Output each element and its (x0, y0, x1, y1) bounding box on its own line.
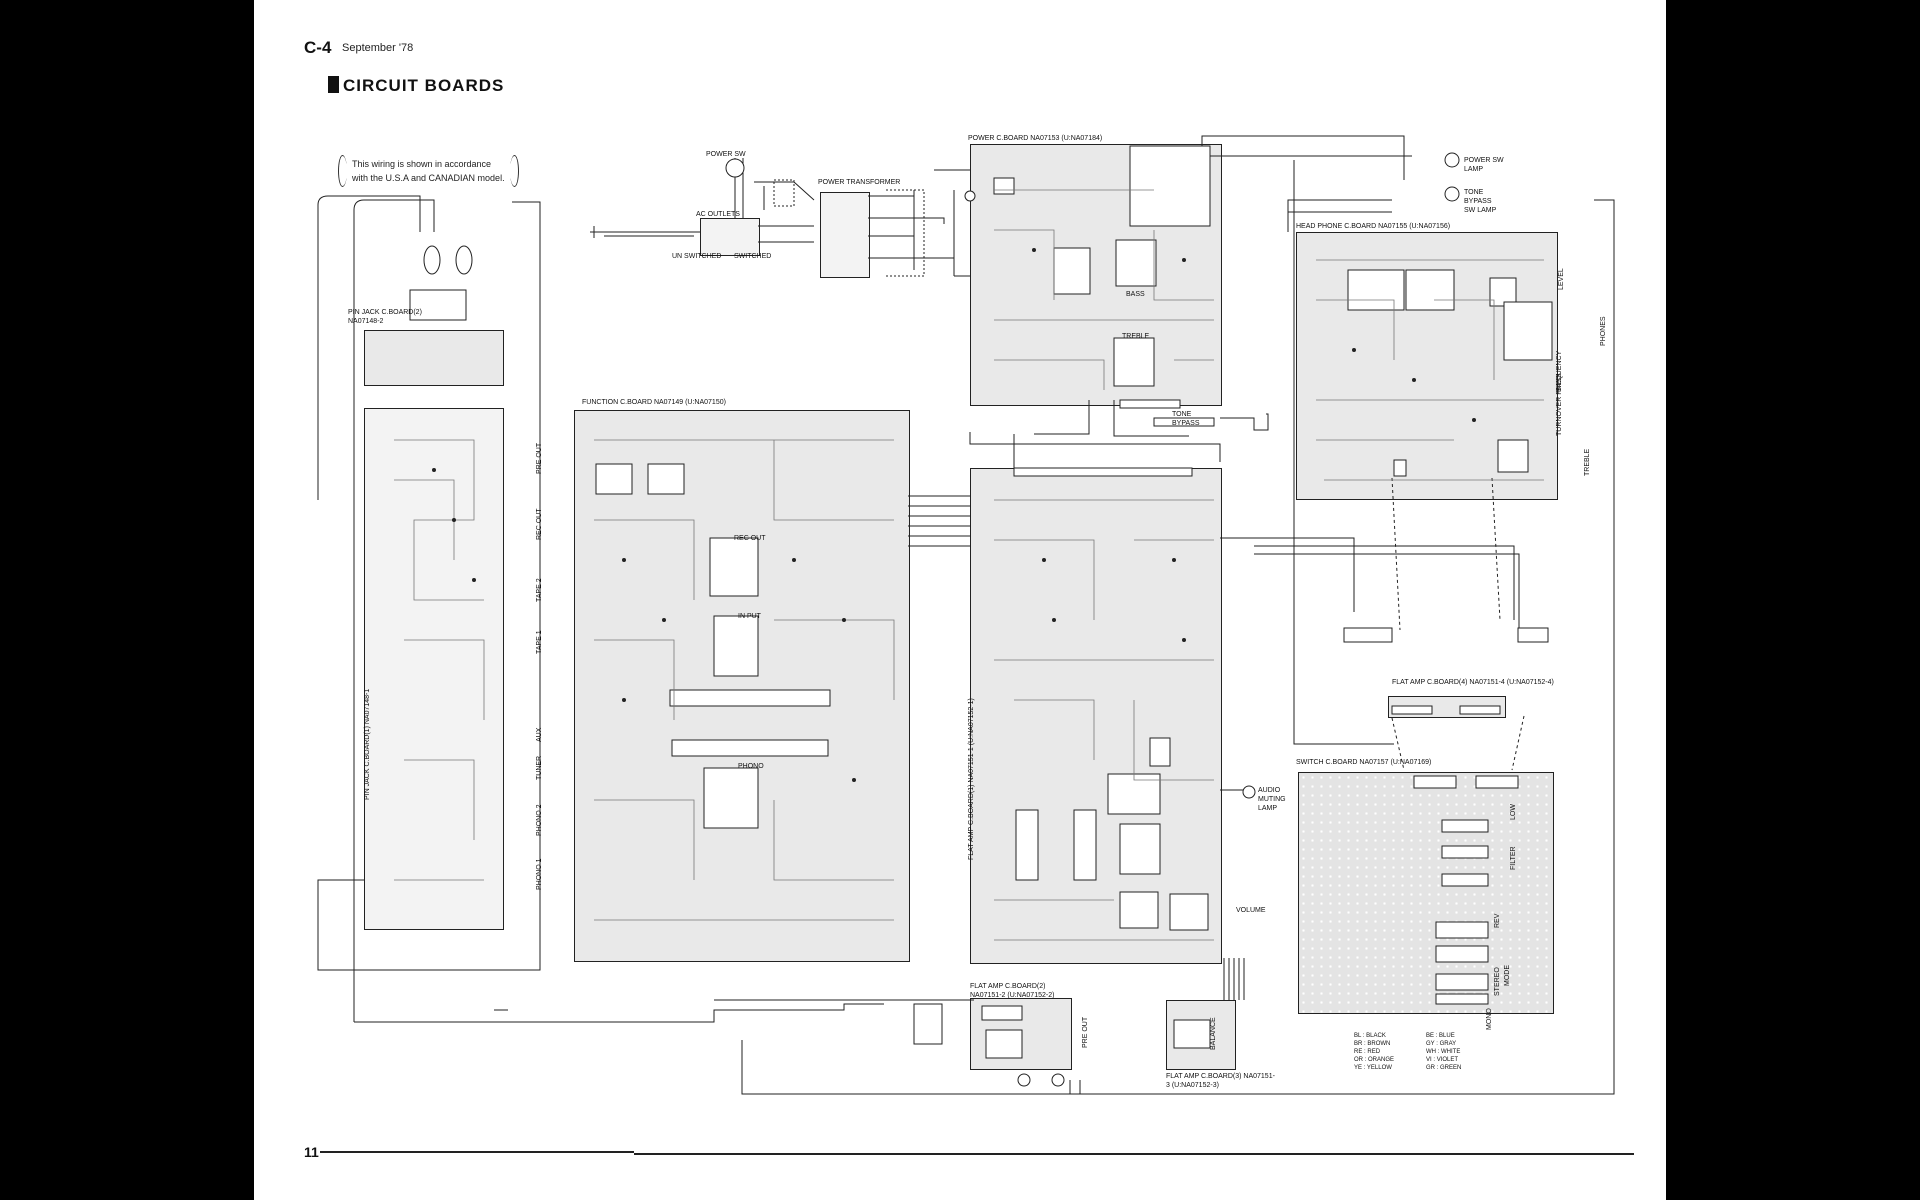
mode-label: MODE (1504, 965, 1511, 986)
flat-amp-board3-label: FLAT AMP C.BOARD(3) NA07151-3 (U:NA07152… (1166, 1073, 1275, 1089)
balance-label: BALANCE (1210, 1017, 1217, 1050)
level-label: LEVEL (1558, 268, 1565, 290)
low-label: LOW (1510, 804, 1517, 820)
mono-label: MONO (1486, 1008, 1493, 1030)
page-code: C-4 (304, 38, 332, 57)
filter-label: FILTER (1510, 846, 1517, 870)
legend-item: VI : VIOLET (1426, 1057, 1459, 1063)
schematic-page: C-4 September '78 CIRCUIT BOARDS This wi… (254, 0, 1666, 1200)
pin-jack-board1 (364, 408, 504, 930)
page-title: CIRCUIT BOARDS (328, 76, 504, 96)
flat-amp-board1-label: FLAT AMP C.BOARD(1) NA07151-1 (U:NA07152… (968, 698, 975, 860)
legend-item: GR : GREEN (1426, 1065, 1462, 1071)
power-sw-lamp-label: POWER SW LAMP (1464, 157, 1504, 173)
power-transformer-label: POWER TRANSFORMER (818, 179, 901, 186)
wiring-note: This wiring is shown in accordance with … (338, 155, 519, 187)
pin-jack-board1-label: PIN JACK C.BOARD(1) NA07148-1 (364, 688, 371, 800)
tape1-label: TAPE 1 (536, 630, 543, 654)
bass-label-headphone: BASS (1556, 373, 1563, 392)
legend-item: OR : ORANGE (1354, 1057, 1395, 1063)
legend-item: WH : WHITE (1426, 1049, 1461, 1055)
input-label: IN PUT (738, 613, 761, 620)
power-transformer-block (820, 192, 870, 278)
function-board-label: FUNCTION C.BOARD NA07149 (U:NA07150) (582, 399, 726, 406)
function-board (574, 410, 910, 962)
flat-amp-board1 (970, 468, 1222, 964)
tone-bypass-label: TONE BYPASS (1172, 411, 1200, 427)
phono1-label: PHONO 1 (536, 858, 543, 890)
unswitched-label: UN SWITCHED (672, 253, 722, 260)
legend-item: GY : GRAY (1426, 1041, 1457, 1047)
wiring-diagram (317, 135, 1634, 1155)
stereo-label: STEREO (1494, 967, 1501, 996)
wire-color-legend: BL : BLACK BE : BLUE BR : BROWN GY : GRA… (1354, 1032, 1498, 1072)
ac-outlets-label: AC OUTLETS (696, 211, 740, 218)
page-title-text: CIRCUIT BOARDS (343, 76, 505, 95)
bass-label: BASS (1126, 291, 1145, 298)
page-date: September '78 (342, 42, 414, 54)
treble-label-headphone: TREBLE (1584, 448, 1591, 476)
flat-amp-board4-label: FLAT AMP C.BOARD(4) NA07151-4 (U:NA07152… (1392, 679, 1554, 686)
legend-item: RE : RED (1354, 1049, 1381, 1055)
aux-label: AUX (536, 727, 543, 742)
phones-label: PHONES (1600, 316, 1607, 346)
phono2-label: PHONO 2 (536, 804, 543, 836)
ac-outlets-block (700, 218, 760, 256)
switch-board-label: SWITCH C.BOARD NA07157 (U:NA07169) (1296, 759, 1432, 766)
legend-item: BE : BLUE (1426, 1033, 1455, 1039)
tuner-label: TUNER (536, 755, 543, 780)
pre-out-label-jack: PRE OUT (536, 442, 543, 474)
switch-board (1298, 772, 1554, 1014)
phono-label: PHONO (738, 763, 764, 770)
turnover-frequency-label: TURNOVER FREQUENCY (1556, 350, 1563, 436)
legend-item: BL : BLACK (1354, 1033, 1386, 1039)
pre-out-label-flat: PRE OUT (1082, 1016, 1089, 1048)
pin-jack-board2 (364, 330, 504, 386)
volume-label: VOLUME (1236, 907, 1266, 914)
treble-label: TREBLE (1122, 333, 1150, 340)
wiring-note-line1: This wiring is shown in accordance (352, 159, 492, 169)
rev-label: REV (1494, 913, 1501, 928)
power-sw-label: POWER SW (706, 151, 746, 158)
rec-out-label-jack: REC OUT (536, 508, 543, 541)
tone-bypass-lamp-label: TONE BYPASS SW LAMP (1464, 189, 1497, 214)
page-number: 11 (304, 1144, 319, 1160)
rec-out-label: REC OUT (734, 535, 766, 542)
power-board-label: POWER C.BOARD NA07153 (U:NA07184) (968, 135, 1103, 142)
legend-item: YE : YELLOW (1354, 1065, 1392, 1071)
switched-label: SWITCHED (734, 253, 772, 260)
wiring-note-line2: with the U.S.A and CANADIAN model. (352, 173, 505, 183)
legend-item: BR : BROWN (1354, 1041, 1391, 1047)
audio-muting-lamp-label: AUDIO MUTING LAMP (1258, 787, 1286, 812)
flat-amp-board2-label: FLAT AMP C.BOARD(2) NA07151-2 (U:NA07152… (970, 983, 1055, 999)
headphone-board-label: HEAD PHONE C.BOARD NA07155 (U:NA07156) (1296, 223, 1451, 230)
title-marker (328, 76, 339, 93)
pin-jack-board2-label: PIN JACK C.BOARD(2) NA07148-2 (348, 309, 422, 325)
tape2-label: TAPE 2 (536, 578, 543, 602)
